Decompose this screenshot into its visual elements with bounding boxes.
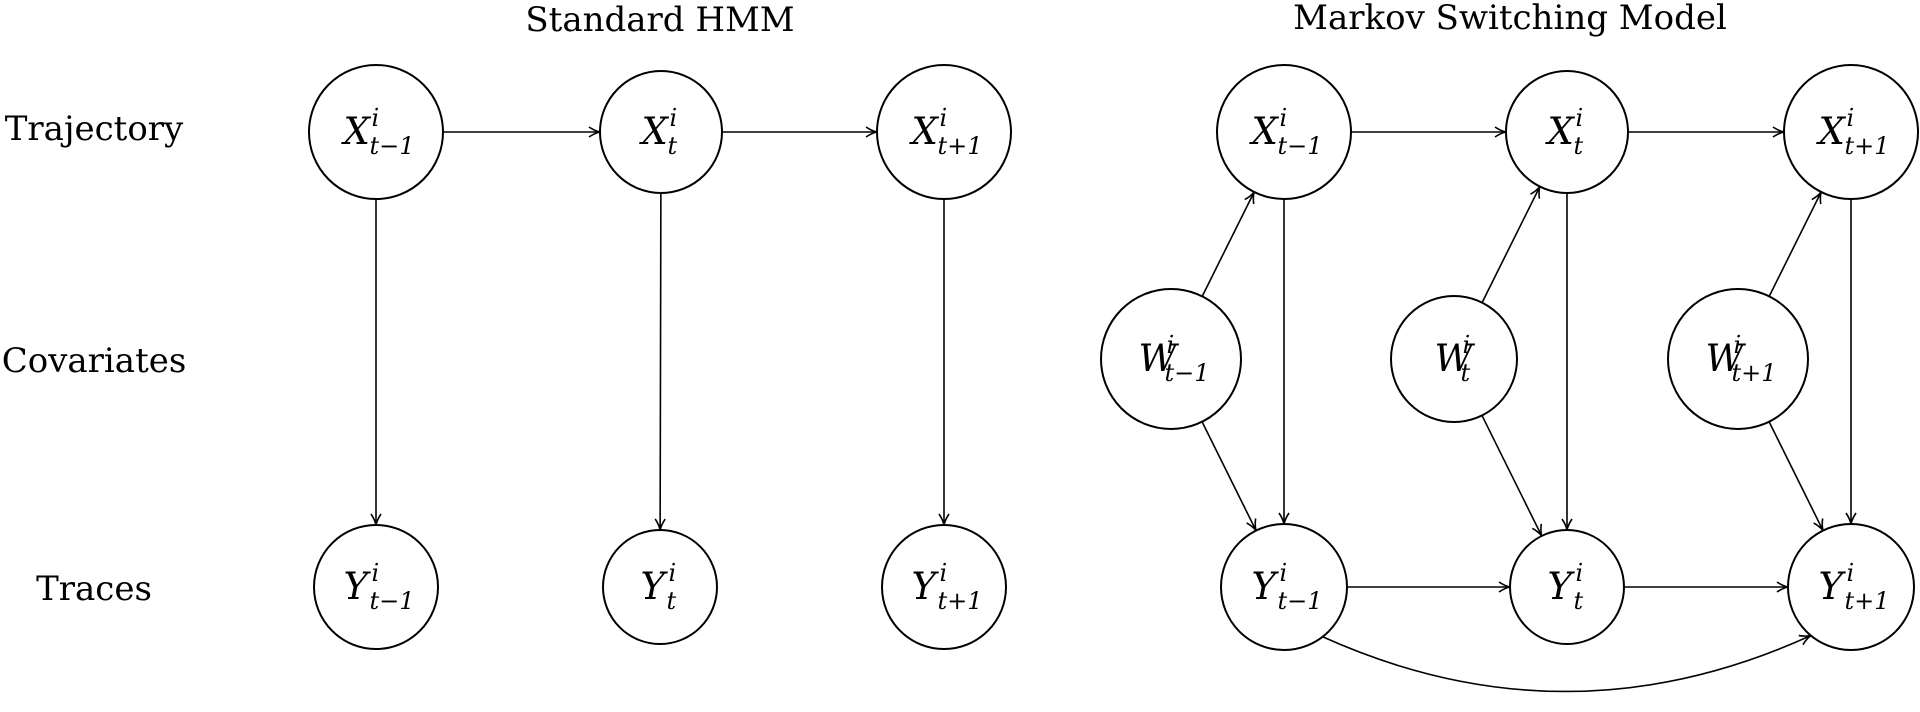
- node-superscript: i: [1280, 559, 1288, 587]
- node-superscript: i: [1847, 559, 1855, 587]
- node-circle: [1783, 64, 1919, 200]
- node-subscript: t: [1461, 359, 1471, 387]
- edges-layer: [370, 126, 1857, 693]
- node-variable: Y: [344, 565, 372, 608]
- node-subscript: t−1: [370, 587, 415, 615]
- node-variable: X: [1816, 110, 1847, 153]
- node-variable: Y: [1819, 565, 1847, 608]
- msm-panel-title: Markov Switching Model: [1293, 0, 1727, 38]
- node-superscript: i: [940, 104, 948, 132]
- node-subscript: t−1: [1278, 132, 1323, 160]
- node-subscript: t−1: [1165, 359, 1210, 387]
- node-circle: [1667, 288, 1809, 430]
- node-subscript: t+1: [938, 587, 983, 615]
- node-superscript: i: [670, 104, 678, 132]
- node-variable: X: [341, 110, 372, 153]
- node-circle: [1100, 288, 1242, 430]
- node-circle: [308, 64, 444, 200]
- node-variable: W: [1139, 337, 1180, 380]
- node-variable: W: [1435, 337, 1476, 380]
- node-superscript: i: [372, 559, 380, 587]
- row-label-trajectory: Trajectory: [5, 109, 184, 149]
- node-msm-w-tp1: Wit+1: [1667, 288, 1809, 430]
- node-subscript: t: [1574, 132, 1584, 160]
- node-variable: Y: [1252, 565, 1280, 608]
- node-subscript: t+1: [1845, 132, 1890, 160]
- node-variable: X: [1545, 110, 1576, 153]
- edge-msm-w-tm1-to-msm-x-tm1: [1201, 191, 1255, 297]
- node-superscript: i: [372, 104, 380, 132]
- edge-msm-w-t-to-msm-y-t: [1481, 415, 1543, 537]
- node-circle: [881, 524, 1007, 650]
- row-label-covariates: Covariates: [2, 341, 187, 381]
- node-variable: X: [909, 110, 940, 153]
- row-label-traces: Traces: [36, 569, 152, 609]
- node-superscript: i: [1576, 104, 1584, 132]
- node-subscript: t: [667, 587, 677, 615]
- node-subscript: t−1: [370, 132, 415, 160]
- node-circle: [1216, 64, 1352, 200]
- node-superscript: i: [1463, 331, 1471, 359]
- edge-hmm-x-t-to-hmm-y-t: [654, 192, 666, 531]
- node-circle: [602, 529, 718, 645]
- node-superscript: i: [940, 559, 948, 587]
- node-superscript: i: [1734, 331, 1742, 359]
- node-subscript: t+1: [938, 132, 983, 160]
- node-variable: X: [639, 110, 670, 153]
- edge-msm-w-t-to-msm-x-t: [1481, 186, 1541, 303]
- node-circle: [599, 70, 723, 194]
- node-circle: [1220, 523, 1348, 651]
- node-superscript: i: [1847, 104, 1855, 132]
- node-subscript: t: [668, 132, 678, 160]
- edge-msm-w-tp1-to-msm-y-tp1: [1768, 421, 1824, 532]
- node-variable: Y: [912, 565, 940, 608]
- node-circle: [1787, 523, 1915, 651]
- node-superscript: i: [1167, 331, 1175, 359]
- node-variable: Y: [1548, 565, 1576, 608]
- node-msm-w-t: Wit: [1390, 295, 1518, 423]
- node-circle: [1390, 295, 1518, 423]
- node-subscript: t+1: [1732, 359, 1777, 387]
- node-circle: [876, 64, 1012, 200]
- node-circle: [313, 524, 439, 650]
- node-variable: X: [1249, 110, 1280, 153]
- node-msm-w-tm1: Wit−1: [1100, 288, 1242, 430]
- node-superscript: i: [1576, 559, 1584, 587]
- node-superscript: i: [669, 559, 677, 587]
- node-variable: W: [1706, 337, 1747, 380]
- node-subscript: t: [1574, 587, 1584, 615]
- node-superscript: i: [1280, 104, 1288, 132]
- node-circle: [1509, 529, 1625, 645]
- node-subscript: t−1: [1278, 587, 1323, 615]
- edge-msm-y-tm1-to-msm-y-tp1: [1322, 634, 1812, 693]
- edge-msm-w-tm1-to-msm-y-tm1: [1201, 421, 1257, 532]
- node-variable: Y: [641, 565, 669, 608]
- node-subscript: t+1: [1845, 587, 1890, 615]
- hmm-panel-title: Standard HMM: [525, 0, 794, 40]
- node-circle: [1505, 70, 1629, 194]
- edge-msm-w-tp1-to-msm-x-tp1: [1768, 191, 1822, 297]
